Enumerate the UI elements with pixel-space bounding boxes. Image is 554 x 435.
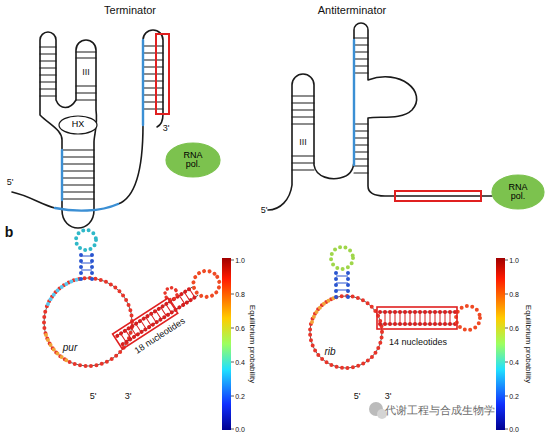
end-label: 5' — [7, 178, 14, 187]
end-label: 5' — [90, 392, 97, 401]
hairpin-stem — [81, 250, 92, 279]
tick-label: 0.4 — [509, 359, 519, 366]
panel-letter: b — [5, 225, 14, 239]
node-text-wrap: RNA pol. — [491, 174, 545, 210]
base-pairs — [336, 276, 348, 290]
base-pairs — [81, 256, 92, 270]
stem-nucleotides — [380, 312, 456, 324]
blue-strand — [55, 204, 118, 211]
tick-label: 0.6 — [235, 325, 245, 332]
tick-label: 0.0 — [509, 426, 519, 433]
tick-label: 0.8 — [235, 291, 245, 298]
hairpin-loop — [76, 230, 96, 250]
color-bar — [496, 258, 505, 430]
pur-structure — [44, 230, 224, 366]
base-pairs — [292, 38, 368, 173]
hx-ligand: HX — [58, 115, 98, 135]
tick-label: 0.6 — [509, 325, 519, 332]
tick-label: 1.0 — [509, 257, 519, 264]
terminal-loop — [456, 306, 480, 330]
stem-backbone — [380, 312, 456, 324]
rna-polymerase: RNA pol. — [165, 142, 221, 178]
end-label: 5' — [261, 206, 268, 215]
node-text: HX — [63, 120, 93, 129]
loop-nucleotides — [312, 298, 334, 322]
watermark: 代谢工程与合成生物学 — [385, 405, 495, 416]
tick-label: 0.8 — [509, 291, 519, 298]
blue-strand — [353, 40, 355, 165]
rna-polymerase: RNA pol. — [491, 174, 545, 210]
node-text-wrap: HX — [58, 115, 98, 135]
axis-title: Equilibrium probability — [524, 305, 532, 383]
end-label: 3' — [385, 392, 392, 401]
rna-strand — [268, 23, 492, 210]
rna-strand — [118, 125, 143, 204]
rna-strand — [143, 30, 163, 127]
color-bar-ticks — [231, 260, 234, 429]
red-box — [156, 34, 169, 114]
red-box — [395, 191, 481, 201]
rib-structure — [310, 247, 480, 368]
loop-backbone — [44, 278, 132, 366]
gene-label: pur — [63, 343, 77, 353]
color-bar — [222, 258, 231, 430]
ellipse-shape — [59, 116, 97, 134]
stem-label: III — [82, 68, 90, 77]
tick-label: 1.0 — [235, 257, 245, 264]
loop-nucleotides — [48, 279, 80, 304]
tick-label: 0.4 — [235, 359, 245, 366]
length-label: 14 nucleotides — [389, 338, 447, 347]
base-pairs — [40, 46, 163, 199]
tick-label: 0.0 — [235, 426, 245, 433]
end-label: 5' — [354, 392, 361, 401]
blue-strand — [61, 150, 63, 200]
node-text-wrap: RNA pol. — [165, 142, 221, 178]
ellipse-shape — [492, 175, 544, 209]
tick-label: 0.2 — [509, 393, 519, 400]
loop-nucleotides — [310, 296, 382, 368]
color-bar-ticks — [505, 260, 508, 429]
red-box — [377, 307, 457, 329]
axis-title: Equilibrium probability — [248, 305, 256, 383]
loop-backbone — [310, 296, 382, 368]
node-text: RNA pol. — [503, 183, 533, 202]
terminal-loop — [188, 266, 224, 302]
gene-label: rib — [324, 347, 335, 357]
rna-strand — [12, 192, 55, 208]
loop-nucleotides — [44, 278, 132, 366]
hairpin-loop — [331, 247, 353, 269]
stem-label: III — [299, 138, 307, 147]
panel-title: Terminator — [104, 5, 156, 16]
ellipse-shape — [166, 143, 220, 177]
panel-title: Antiterminator — [318, 5, 386, 16]
end-label: 3' — [163, 124, 170, 133]
hairpin-stem — [336, 270, 348, 297]
tick-label: 0.2 — [235, 393, 245, 400]
base-pairs — [385, 312, 450, 324]
node-text: RNA pol. — [178, 151, 208, 170]
blue-strand — [142, 40, 144, 125]
end-label: 3' — [125, 392, 132, 401]
